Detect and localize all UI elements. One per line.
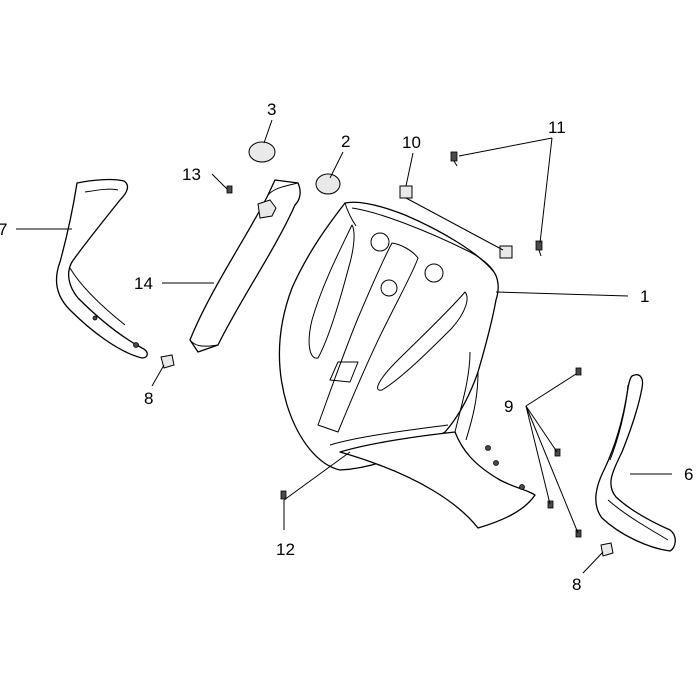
callout-3: 3 <box>267 100 276 119</box>
clip-guide-line <box>405 197 504 251</box>
callout-13: 13 <box>182 165 201 184</box>
round-cap-3-part <box>248 141 276 163</box>
callout-8-right: 8 <box>572 575 581 594</box>
rubber-plug-left-part <box>160 354 175 369</box>
front-shield-part <box>278 201 536 529</box>
callout-11: 11 <box>548 118 566 137</box>
callout-2: 2 <box>341 132 350 151</box>
clip-upper-part <box>399 185 413 199</box>
screw-11-upper-part <box>450 151 458 167</box>
callout-9: 9 <box>504 397 513 416</box>
leader-lines <box>16 119 672 574</box>
callout-10: 10 <box>402 133 421 152</box>
screw-12-part <box>280 490 287 500</box>
callout-6: 6 <box>684 465 693 484</box>
callout-14: 14 <box>134 274 153 293</box>
center-trim-strip-part <box>189 179 301 353</box>
callout-7: 7 <box>0 220 7 239</box>
callout-1: 1 <box>640 287 649 306</box>
callout-12: 12 <box>276 540 295 559</box>
right-side-trim-part <box>595 374 676 552</box>
round-cap-2-part <box>315 173 341 195</box>
screws-9-part <box>547 367 582 538</box>
callout-8-left: 8 <box>144 389 153 408</box>
screw-11-lower-part <box>535 240 543 257</box>
left-side-trim-part <box>55 178 148 359</box>
rubber-plug-right-part <box>600 542 614 557</box>
clip-lower-part <box>499 245 513 259</box>
screw-13-part <box>226 185 233 194</box>
